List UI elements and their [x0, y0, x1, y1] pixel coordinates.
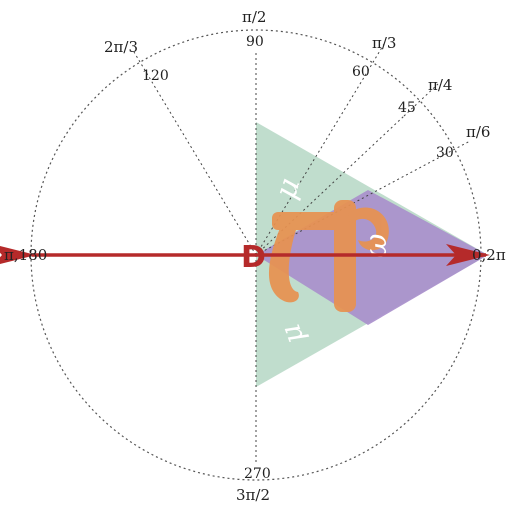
center-letter: D [241, 240, 266, 275]
label-deg-60: 60 [352, 64, 370, 80]
ray-pi6-ext [439, 140, 471, 158]
label-deg-30: 30 [436, 145, 454, 161]
label-deg-270: 270 [244, 466, 271, 482]
label-pi-over-2: π/2 [242, 8, 266, 26]
label-pi-over-4: π/4 [428, 76, 452, 94]
label-pi-180: π,180 [4, 246, 47, 264]
label-3pi-over-2: 3π/2 [236, 486, 270, 504]
ray-60 [255, 83, 361, 256]
label-deg-90: 90 [246, 34, 264, 50]
label-deg-120: 120 [142, 68, 169, 84]
ray-45 [255, 115, 405, 256]
label-deg-45: 45 [398, 100, 416, 116]
orange-glyph [268, 200, 389, 312]
label-2pi-over-3: 2π/3 [104, 38, 138, 56]
label-0-2pi: 0,2π [472, 246, 506, 264]
label-pi-over-3: π/3 [372, 34, 396, 52]
label-pi-over-6: π/6 [466, 123, 490, 141]
ray-120 [157, 91, 257, 256]
